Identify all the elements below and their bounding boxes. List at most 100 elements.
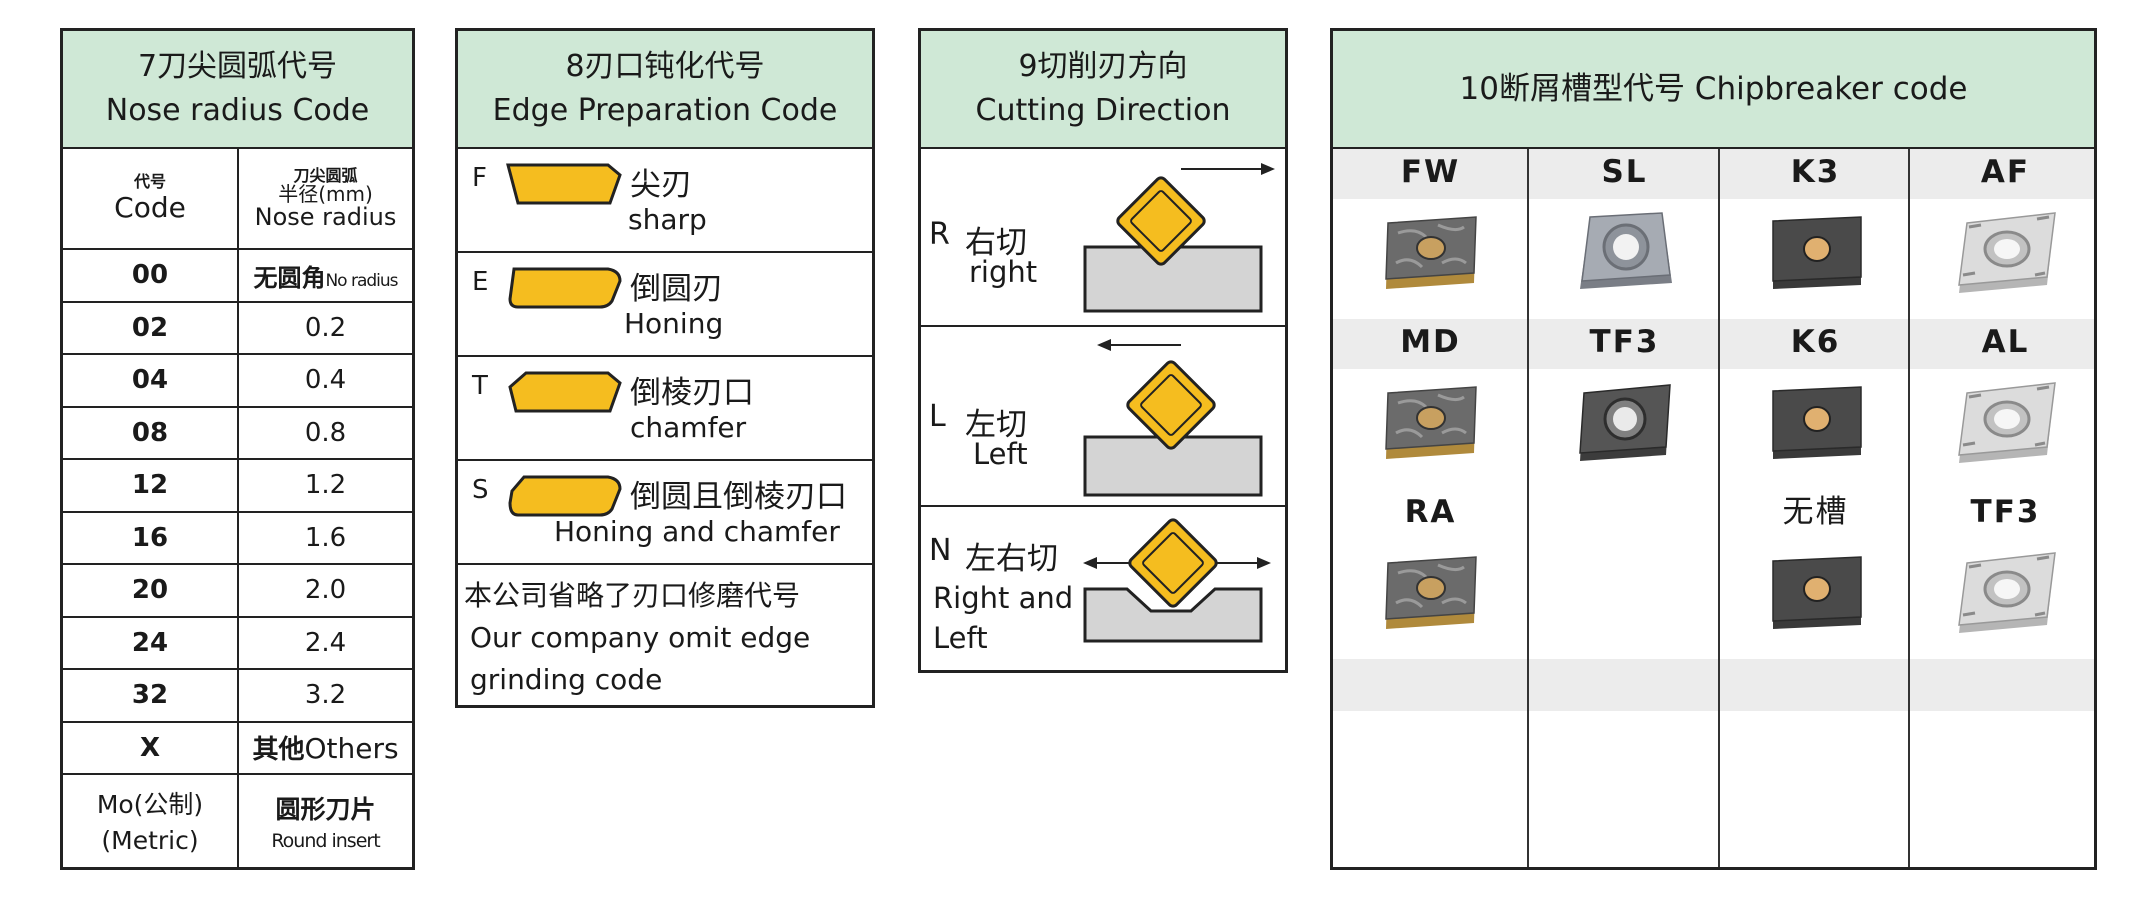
chipbreaker-cell: AL xyxy=(1910,319,2101,477)
edge-en: Honing and chamfer xyxy=(554,515,840,548)
table-row: 12 1.2 xyxy=(63,458,412,512)
col2-cn-1: 刀尖圆弧 xyxy=(293,165,358,185)
chipbreaker-cell: TF3 xyxy=(1910,489,2101,647)
value-cell: 0.8 xyxy=(238,405,412,459)
chipbreaker-label: RA xyxy=(1404,494,1457,530)
table-row: 04 0.4 xyxy=(63,353,412,407)
insert-dark-icon xyxy=(1771,386,1862,459)
code-cell: 20 xyxy=(63,563,239,617)
table-row: Mo(公制) (Metric) 圆形刀片 Round insert xyxy=(63,773,412,870)
code-cell: 12 xyxy=(63,458,239,512)
dir-en-2: Left xyxy=(933,621,988,655)
col2-cn-2: 半径(mm) xyxy=(278,181,373,206)
metric-code-2: (Metric) xyxy=(101,825,199,855)
table-row: 02 0.2 xyxy=(63,300,412,354)
insert-gray-gold-icon xyxy=(1384,556,1477,629)
insert-silver-al-icon xyxy=(1957,552,2056,633)
table-row: X 其他Others xyxy=(63,720,412,774)
honing-chamfer-edge-insert-icon xyxy=(508,475,622,517)
cutting-direction-title-en: Cutting Direction xyxy=(975,93,1231,128)
insert-silver-cb-icon xyxy=(1579,212,1672,289)
right-cut-diagram-icon xyxy=(1083,163,1275,313)
edge-en: Honing xyxy=(624,307,724,340)
table-row: 32 3.2 xyxy=(63,668,412,722)
value-cn: 无圆角 xyxy=(253,263,326,292)
dir-en-1: Right and xyxy=(933,581,1074,615)
edge-prep-note: 本公司省略了刃口修磨代号 Our company omit edge grind… xyxy=(458,565,872,711)
insert-gray-gold-icon xyxy=(1384,386,1477,459)
edge-cn: 倒棱刃口 xyxy=(630,375,754,411)
code-cell: 16 xyxy=(63,510,239,564)
col1-cn: 代号 xyxy=(133,172,166,191)
dir-cn: 左切 xyxy=(965,407,1027,443)
value-cell: 3.2 xyxy=(238,668,412,722)
edge-prep-title-en: Edge Preparation Code xyxy=(492,93,838,128)
insert-silver-al-icon xyxy=(1957,382,2056,463)
code-cell: 02 xyxy=(63,300,239,354)
edge-prep-row-t: T 倒棱刃口 chamfer xyxy=(458,357,872,461)
dir-cn: 右切 xyxy=(965,225,1027,261)
value-en: Others xyxy=(304,732,399,766)
code-cell: 08 xyxy=(63,405,239,459)
value-cell: 0.4 xyxy=(238,353,412,407)
edge-prep-row-f: F 尖刃 sharp xyxy=(458,149,872,253)
chipbreaker-cell: 无槽 xyxy=(1720,489,1911,647)
insert-gray-gold-icon xyxy=(1384,216,1477,289)
value-cell: 1.6 xyxy=(238,510,412,564)
dir-letter: R xyxy=(929,217,950,252)
chipbreaker-cell: TF3 xyxy=(1529,319,1720,477)
cutting-dir-row-r: R 右切 right xyxy=(921,149,1285,327)
code-cell: 00 xyxy=(63,248,239,302)
cutting-dir-row-n: N 左右切 Right and Left xyxy=(921,507,1285,667)
chipbreaker-title: 10断屑槽型代号 Chipbreaker code xyxy=(1459,71,1968,107)
note-cn: 本公司省略了刃口修磨代号 xyxy=(464,579,801,612)
insert-dark-icon xyxy=(1771,216,1862,289)
edge-cn: 尖刃 xyxy=(630,167,692,203)
label-band xyxy=(1333,319,2094,369)
col1-en: Code xyxy=(114,191,186,224)
value-cell: 0.2 xyxy=(238,300,412,354)
nose-radius-table: 代号 Code 刀尖圆弧 半径(mm) Nose radius 00 无圆角No… xyxy=(63,149,412,870)
chipbreaker-label: K6 xyxy=(1790,324,1841,360)
edge-prep-row-s: S 倒圆且倒棱刃口 Honing and chamfer xyxy=(458,461,872,565)
chipbreaker-cell: AF xyxy=(1910,149,2101,307)
edge-en: chamfer xyxy=(630,411,747,444)
table-header-row: 代号 Code 刀尖圆弧 半径(mm) Nose radius xyxy=(63,149,412,249)
table-row: 16 1.6 xyxy=(63,510,412,564)
nose-radius-title-en: Nose radius Code xyxy=(105,93,370,128)
chamfer-edge-insert-icon xyxy=(508,371,622,413)
chipbreaker-header: 10断屑槽型代号 Chipbreaker code xyxy=(1333,31,2094,149)
table-row: 20 2.0 xyxy=(63,563,412,617)
chipbreaker-label: TF3 xyxy=(1970,494,2041,530)
chipbreaker-cell: SL xyxy=(1529,149,1720,307)
round-insert-en: Round insert xyxy=(271,829,380,852)
cutting-dir-row-l: L 左切 Left xyxy=(921,327,1285,507)
value-cell: 1.2 xyxy=(238,458,412,512)
edge-letter: E xyxy=(472,267,489,297)
value-cell: 2.4 xyxy=(238,615,412,669)
label-band xyxy=(1333,149,2094,199)
edge-cn: 倒圆刃 xyxy=(630,271,723,307)
empty-band xyxy=(1333,659,2094,711)
chipbreaker-label: AL xyxy=(1981,324,2030,360)
edge-letter: T xyxy=(472,371,488,401)
chipbreaker-cell: RA xyxy=(1335,489,1526,647)
chipbreaker-cell: K3 xyxy=(1720,149,1911,307)
value-cn: 其他 xyxy=(252,735,305,766)
metric-code-1: Mo(公制) xyxy=(96,789,204,819)
chipbreaker-label: AF xyxy=(1980,154,2031,190)
edge-prep-row-e: E 倒圆刃 Honing xyxy=(458,253,872,357)
code-cell: 04 xyxy=(63,353,239,407)
chipbreaker-cell: MD xyxy=(1335,319,1526,477)
chipbreaker-label: MD xyxy=(1400,324,1461,360)
dir-en: Left xyxy=(973,437,1028,471)
table-row: 24 2.4 xyxy=(63,615,412,669)
dir-letter: L xyxy=(929,399,946,434)
nose-radius-title-cn: 7刀尖圆弧代号 xyxy=(137,49,338,84)
table-row: 08 0.8 xyxy=(63,405,412,459)
chipbreaker-cell xyxy=(1529,489,1720,535)
edge-prep-title-cn: 8刃口钝化代号 xyxy=(565,49,765,84)
nose-radius-header: 7刀尖圆弧代号 Nose radius Code xyxy=(63,31,412,149)
edge-prep-panel: 8刃口钝化代号 Edge Preparation Code F 尖刃 sharp… xyxy=(455,28,875,708)
